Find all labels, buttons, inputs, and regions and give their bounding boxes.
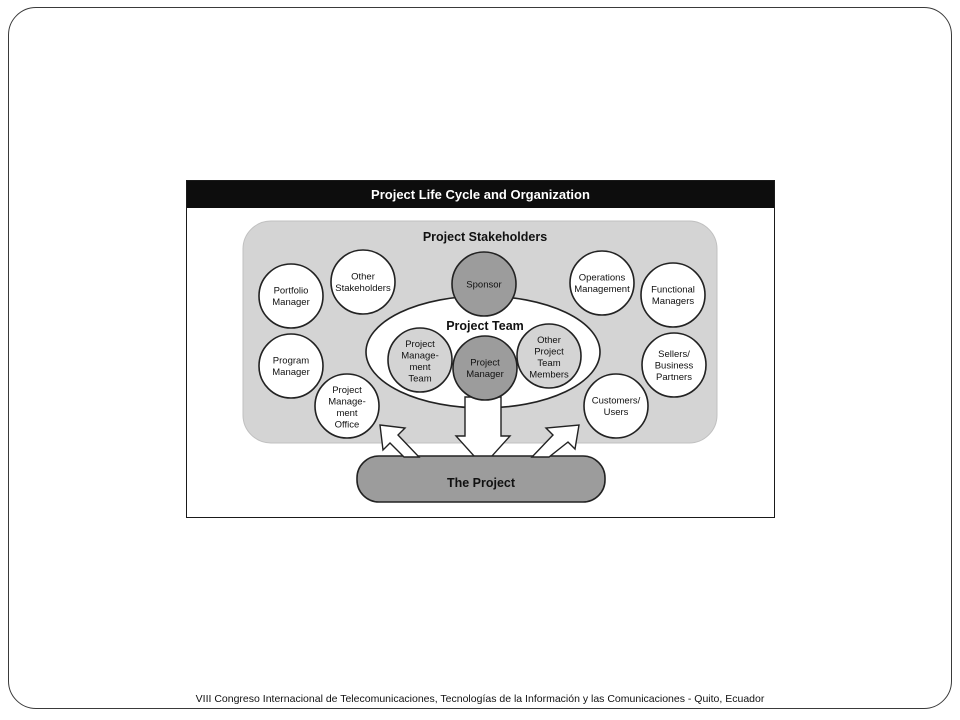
node-label-line: ment [409,362,430,373]
functional-managers-node [640,262,706,328]
project-manager-node [452,335,518,401]
node-label-line: Stakeholders [335,283,391,294]
other-team-members-node [516,323,582,389]
node-label-line: Management [574,284,630,295]
diagram-figure: Project Stakeholders Project Team The Pr… [186,180,775,518]
slide-footer: VIII Congreso Internacional de Telecomun… [195,693,765,705]
up-arrow-right [530,424,580,458]
sponsor-node [451,251,517,317]
node-label-line: Team [408,374,431,385]
project-team-label: Project Team [446,319,524,333]
node-label-line: Partners [656,372,692,383]
node-label-line: Project [405,339,435,350]
node-label-line: Functional [651,285,695,296]
the-project-label: The Project [447,476,516,490]
node-label-line: Manager [272,367,310,378]
sponsor-label: Sponsor [466,279,501,290]
pmo-node [314,373,380,439]
portfolio-manager-node [258,263,324,329]
node-label-line: Manager [272,297,310,308]
node-label-line: Operations [579,273,626,284]
node-label-line: Project [534,347,564,358]
down-arrow [454,396,512,468]
customers-users-node [583,373,649,439]
node-label-line: Team [537,358,560,369]
node-label-line: Portfolio [274,286,309,297]
other-stakeholders-node [330,249,396,315]
program-manager-node [258,333,324,399]
node-label-line: Members [529,370,569,381]
pm-team-node [387,327,453,393]
node-label-line: Customers/ [592,396,641,407]
node-label-line: Other [351,272,375,283]
node-label-line: Manage- [328,397,366,408]
node-label-line: Users [604,407,629,418]
operations-management-node [569,250,635,316]
node-label-line: ment [336,408,357,419]
stakeholders-label: Project Stakeholders [423,230,547,244]
customers-users-label: Customers/Users [592,396,641,419]
node-label-line: Project [332,385,362,396]
node-label-line: Business [655,360,694,371]
figure-title: Project Life Cycle and Organization [187,181,774,208]
node-label-line: Manage- [401,351,439,362]
node-label-line: Office [335,420,360,431]
the-project-bar [356,455,606,503]
node-label-line: Sponsor [466,279,501,290]
node-label-line: Managers [652,296,694,307]
node-label-line: Project [470,358,500,369]
node-label-line: Program [273,356,310,367]
up-arrow-left [379,424,421,458]
node-label-line: Sellers/ [658,349,690,360]
diagram-canvas: Project Stakeholders Project Team The Pr… [242,220,718,503]
node-label-line: Other [537,335,561,346]
sellers-partners-node [641,332,707,398]
node-label-line: Manager [466,369,504,380]
